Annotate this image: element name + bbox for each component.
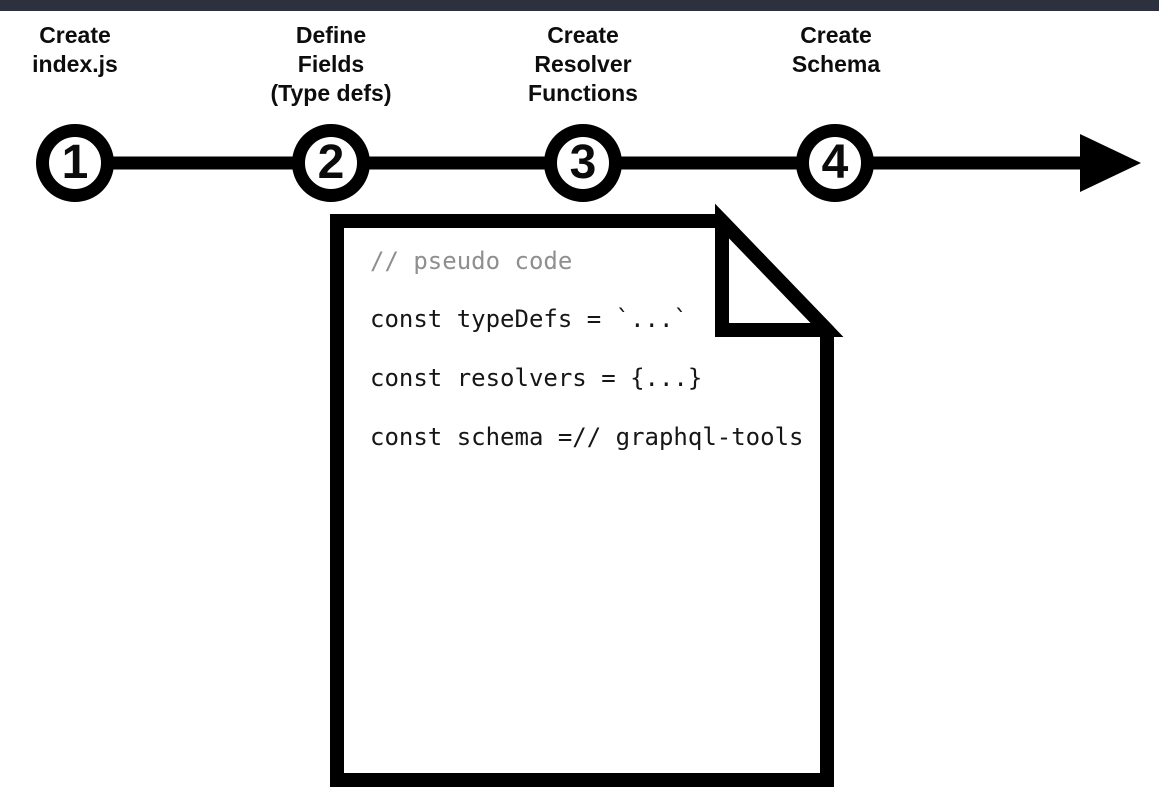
step-number-1: 1 — [61, 136, 89, 189]
step-label-line: Schema — [791, 51, 881, 77]
step-label-line: Create — [547, 22, 619, 48]
code-line-schema: const schema =// graphql-tools — [370, 423, 804, 451]
step-label-line: (Type defs) — [270, 80, 392, 106]
step-label-1: Create index.js — [0, 21, 195, 79]
step-label-line: index.js — [32, 51, 118, 77]
step-label-line: Create — [800, 22, 872, 48]
step-label-line: Resolver — [534, 51, 632, 77]
document-icon — [330, 203, 844, 787]
step-circle-4 — [796, 124, 874, 202]
step-label-4: Create Schema — [716, 21, 956, 79]
step-number-3: 3 — [569, 136, 597, 189]
step-number-2: 2 — [317, 136, 345, 189]
step-label-2: Define Fields (Type defs) — [211, 21, 451, 108]
step-label-line: Define — [295, 22, 367, 48]
code-line-resolvers: const resolvers = {...} — [370, 364, 703, 392]
step-circle-2 — [292, 124, 370, 202]
code-line-comment: // pseudo code — [370, 247, 573, 275]
step-label-line: Create — [39, 22, 111, 48]
step-circle-3 — [544, 124, 622, 202]
step-label-line: Functions — [528, 80, 638, 106]
step-label-3: Create Resolver Functions — [463, 21, 703, 108]
step-number-4: 4 — [821, 136, 849, 189]
arrowhead-icon — [1080, 134, 1141, 192]
step-circle-1 — [36, 124, 114, 202]
code-line-typedefs: const typeDefs = `...` — [370, 305, 688, 333]
document-folded-corner — [715, 203, 844, 337]
step-label-line: Fields — [297, 51, 365, 77]
top-accent-bar — [0, 0, 1159, 11]
